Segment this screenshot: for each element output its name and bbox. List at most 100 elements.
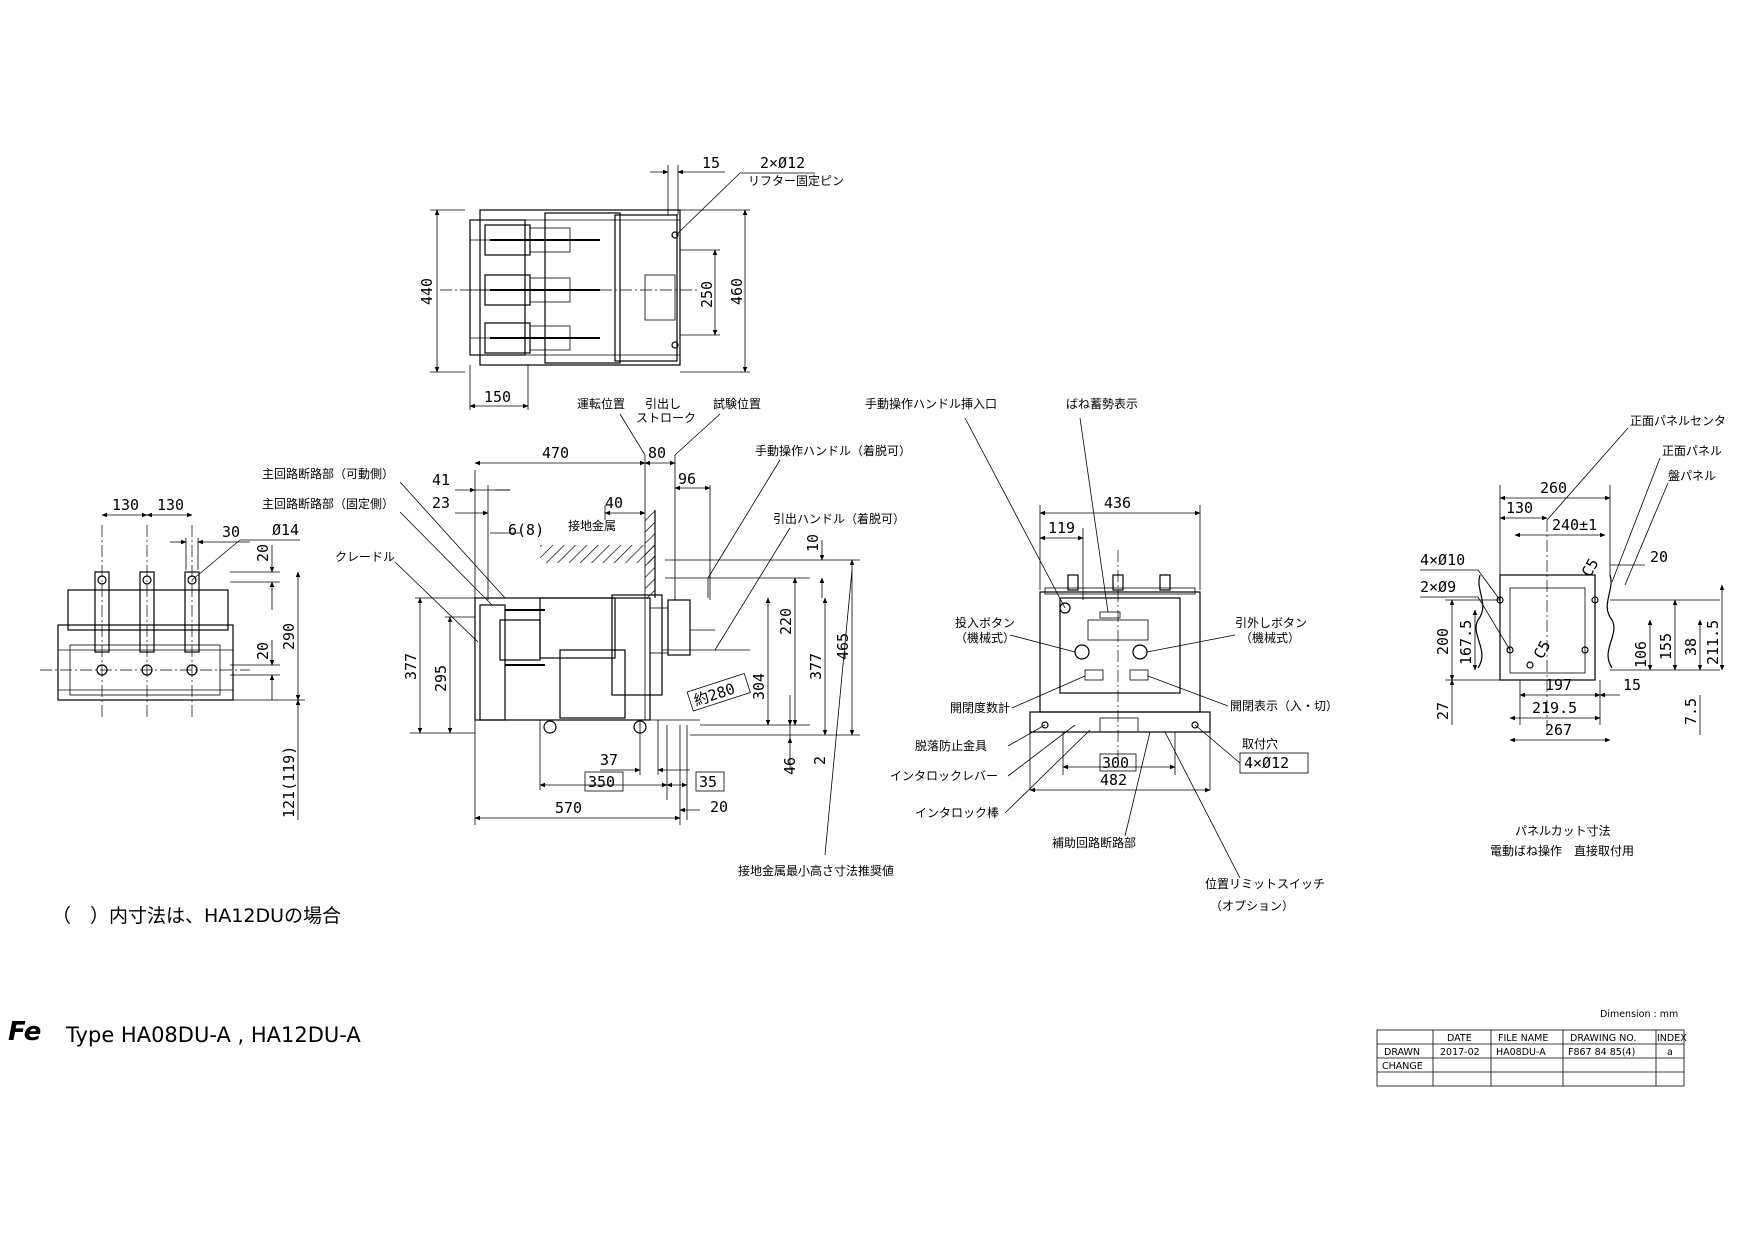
tb-header-file: FILE NAME (1498, 1033, 1548, 1044)
side-dim-41: 41 (432, 471, 450, 489)
label-front-panel-center: 正面パネルセンタ (1630, 414, 1726, 428)
side-dim-37: 37 (600, 751, 618, 769)
side-dim-20: 20 (710, 798, 728, 816)
top-pole-1 (484, 224, 600, 256)
top-dim-150: 150 (484, 388, 511, 406)
front-dim-119: 119 (1048, 519, 1075, 537)
tb-drawing-no: F867 84 85(4) (1568, 1047, 1635, 1058)
label-counter: 開閉度数計 (950, 700, 1010, 715)
side-dim-304: 304 (750, 673, 768, 700)
side-dim-377a: 377 (402, 653, 420, 680)
top-dim-250: 250 (698, 281, 716, 308)
panel-c5a: C5 (1578, 555, 1603, 580)
panel-dim-75: 7.5 (1682, 698, 1700, 725)
side-dim-465: 465 (834, 633, 852, 660)
panel-dim-197: 197 (1545, 676, 1572, 694)
panel-dim-240: 240±1 (1552, 516, 1597, 534)
top-dim-460: 460 (728, 278, 746, 305)
label-close-1: 投入ボタン (955, 615, 1015, 630)
note-text: （ ）内寸法は、HA12DUの場合 (52, 905, 341, 927)
side-dim-80: 80 (648, 444, 666, 462)
left-view: 130 130 30 Ø14 20 290 20 121(119) (40, 496, 305, 820)
top-pin-label: リフター固定ピン (748, 173, 844, 188)
label-mount-hole: 取付穴 (1242, 736, 1278, 751)
type-title: Type HA08DU-A , HA12DU-A (65, 1023, 361, 1047)
side-dim-35: 35 (699, 773, 717, 791)
top-dim-15: 15 (702, 154, 720, 172)
label-test-position: 試験位置 (713, 396, 761, 411)
panel-dim-200: 200 (1434, 628, 1452, 655)
panel-dim-106: 106 (1632, 641, 1650, 668)
label-stroke-2: ストローク (636, 411, 696, 425)
label-anti-drop: 脱落防止金具 (915, 738, 987, 753)
panel-c5b: C5 (1530, 637, 1555, 662)
panel-cut-title-2: 電動ばね操作 直接取付用 (1490, 843, 1634, 858)
tb-header-drawing: DRAWING NO. (1570, 1033, 1636, 1044)
fuji-logo: Fe (8, 1017, 41, 1047)
panel-dim-1675: 167.5 (1457, 620, 1475, 665)
panel-dim-38: 38 (1682, 638, 1700, 656)
side-dim-377b: 377 (807, 653, 825, 680)
front-view: 436 119 300 482 手動操作ハンドル挿入口 ばね蓄勢表示 投入ボタン… (865, 396, 1338, 913)
label-interlock-rod: インタロック棒 (915, 806, 999, 820)
left-dim-30: 30 (222, 523, 240, 541)
label-board-panel: 盤パネル (1668, 469, 1716, 483)
left-dim-290: 290 (280, 623, 298, 650)
left-dim-20a: 20 (254, 544, 272, 562)
tb-index: a (1667, 1047, 1673, 1058)
side-dim-350: 350 (588, 773, 615, 791)
side-dim-96: 96 (678, 470, 696, 488)
panel-dim-155: 155 (1657, 633, 1675, 660)
label-main-movable: 主回路断路部（可動側） (262, 466, 394, 481)
label-pull-handle: 引出ハンドル（着脱可） (773, 511, 905, 526)
side-dim-10: 10 (804, 534, 822, 552)
side-view: 470 80 運転位置 引出し ストローク 試験位置 41 23 6(8) 40… (262, 396, 911, 878)
side-dim-6: 6(8) (508, 521, 544, 539)
label-limit-1: 位置リミットスイッチ (1205, 876, 1325, 891)
side-dim-2: 2 (811, 756, 829, 765)
panel-dim-267: 267 (1545, 721, 1572, 739)
front-dim-436: 436 (1104, 494, 1131, 512)
label-run-position: 運転位置 (577, 396, 625, 411)
front-dim-482: 482 (1100, 771, 1127, 789)
left-dim-130a: 130 (112, 496, 139, 514)
left-dim-d14: Ø14 (272, 521, 299, 539)
label-manual-handle: 手動操作ハンドル（着脱可） (755, 443, 911, 458)
top-pole-3 (484, 322, 600, 354)
front-body (1039, 591, 1201, 713)
tb-row-drawn: DRAWN (1384, 1047, 1420, 1058)
panel-hole-2: 2×Ø9 (1420, 578, 1456, 596)
left-dim-130b: 130 (157, 496, 184, 514)
front-dim-300: 300 (1102, 754, 1129, 772)
label-front-panel: 正面パネル (1662, 444, 1722, 458)
label-trip-2: （機械式） (1240, 630, 1300, 645)
tb-file: HA08DU-A (1496, 1047, 1546, 1058)
panel-dim-20: 20 (1650, 548, 1668, 566)
label-trip-1: 引外しボタン (1235, 616, 1307, 630)
title-block: Dimension : mm DATE FILE NAME DRAWING NO… (1376, 1009, 1687, 1087)
label-spring: ばね蓄勢表示 (1066, 396, 1138, 411)
panel-hole-4: 4×Ø10 (1420, 551, 1465, 569)
side-dim-40: 40 (605, 494, 623, 512)
side-dim-280: 約280 (692, 680, 738, 710)
label-stroke-1: 引出し (645, 397, 681, 411)
ground-metal-hatch (540, 545, 655, 563)
dimension-unit: Dimension : mm (1600, 1009, 1678, 1020)
tb-date: 2017-02 (1440, 1047, 1480, 1058)
tb-row-change: CHANGE (1382, 1061, 1423, 1072)
tb-header-date: DATE (1447, 1033, 1472, 1044)
side-dim-46: 46 (781, 757, 799, 775)
panel-dim-2195: 219.5 (1532, 699, 1577, 717)
label-cradle: クレードル (335, 550, 395, 564)
side-dim-570: 570 (555, 799, 582, 817)
side-dim-220: 220 (777, 608, 795, 635)
side-dim-470: 470 (542, 444, 569, 462)
side-dim-23: 23 (432, 494, 450, 512)
label-main-fixed: 主回路断路部（固定側） (262, 496, 394, 511)
side-dim-295: 295 (432, 665, 450, 692)
panel-dim-27: 27 (1434, 702, 1452, 720)
left-body (57, 624, 234, 701)
side-cradle-frame (474, 597, 651, 721)
label-close-2: （機械式） (955, 630, 1015, 645)
